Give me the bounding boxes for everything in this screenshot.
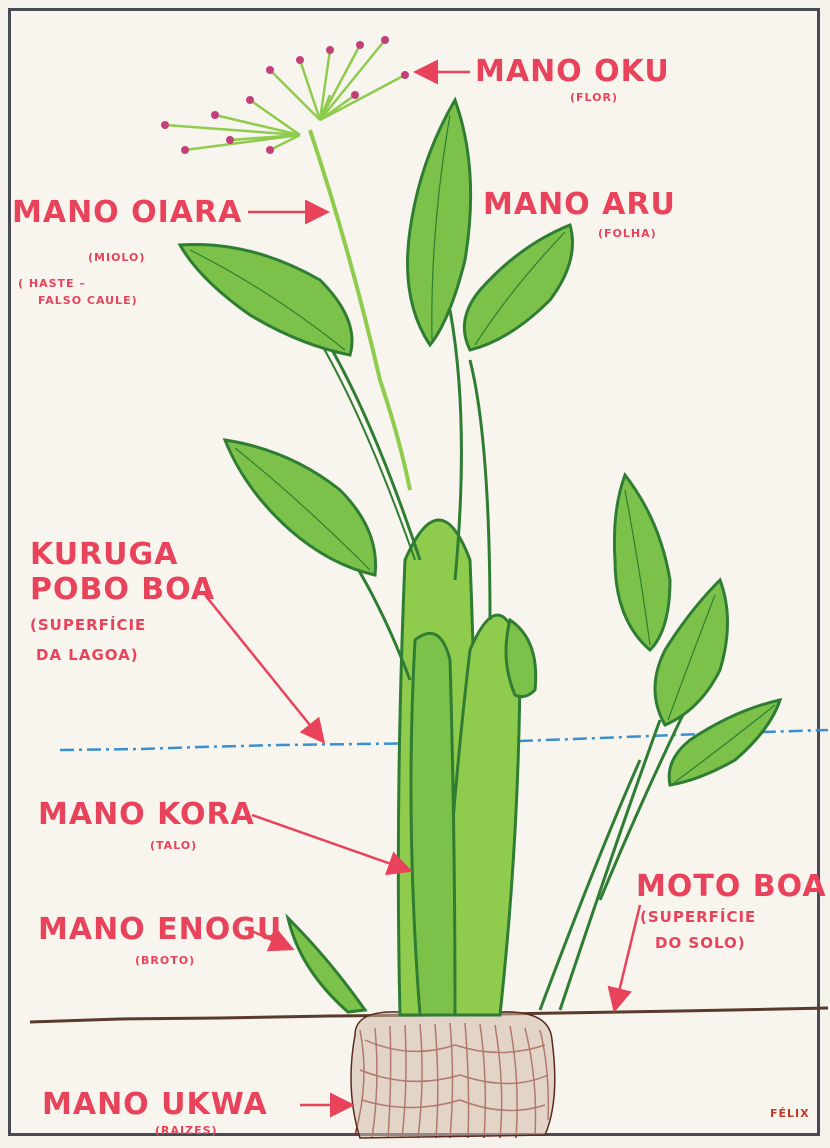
stalk-gloss: (TALO): [150, 840, 197, 851]
soil-surface-label: MOTO BOA: [636, 872, 827, 902]
sprout-label: MANO ENOGU: [38, 915, 282, 945]
artist-signature: FÉLIX: [770, 1108, 810, 1119]
stem-core-label: MANO OIARA: [12, 198, 242, 228]
flower-gloss: (FLOR): [570, 92, 618, 103]
leaf-label: MANO ARU: [483, 190, 676, 220]
flower-umbels: [165, 40, 405, 150]
lagoon-surface-gloss-2: DA LAGOA): [36, 648, 139, 663]
arrow-stalk: [252, 815, 408, 870]
leaf-right-upper: [464, 225, 572, 350]
stalks: [398, 520, 520, 1015]
lagoon-surface-label-2: POBO BOA: [30, 575, 215, 605]
stem-core-gloss: (MIOLO): [88, 252, 145, 263]
lagoon-surface-gloss-1: (SUPERFÍCIE: [30, 618, 146, 633]
leaf-small-center: [506, 620, 536, 697]
leaf-middle-left: [225, 440, 376, 575]
leaf-gloss: (FOLHA): [598, 228, 657, 239]
lagoon-surface-label-1: KURUGA: [30, 540, 178, 570]
leaf-upper-left: [180, 244, 352, 355]
sprout-gloss: (BROTO): [135, 955, 195, 966]
stem-core-note-2: FALSO CAULE): [38, 295, 138, 306]
leaf-right-tall: [614, 475, 670, 650]
stalk-label: MANO KORA: [38, 800, 255, 830]
sprout-leaf: [288, 918, 365, 1012]
soil-surface-gloss-1: (SUPERFÍCIE: [640, 910, 756, 925]
roots-label: MANO UKWA: [42, 1090, 268, 1120]
root-crown: [351, 1006, 555, 1138]
roots-gloss: (RAIZES): [155, 1125, 218, 1136]
arrow-soil: [615, 905, 640, 1008]
soil-surface-gloss-2: DO SOLO): [655, 936, 746, 951]
flower-label: MANO OKU: [475, 57, 670, 87]
arrow-lagoon: [205, 595, 322, 740]
leaf-tall-center: [408, 100, 471, 345]
stem-core-note-1: ( HASTE –: [18, 278, 86, 289]
